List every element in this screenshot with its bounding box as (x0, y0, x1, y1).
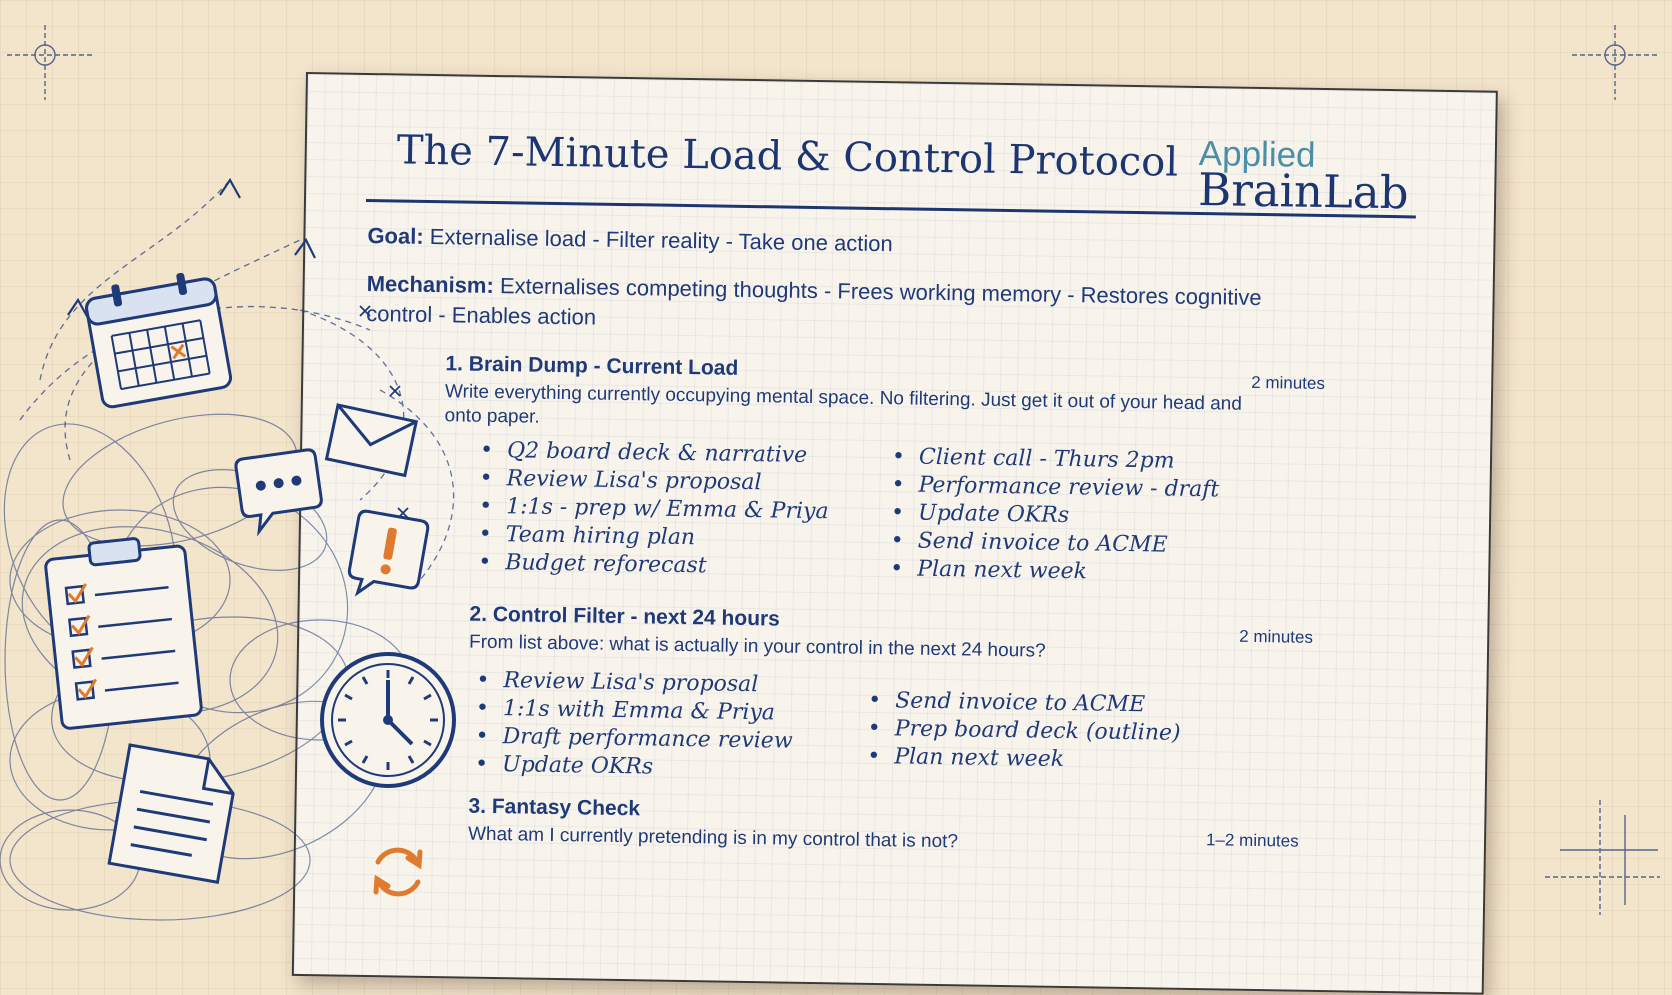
brand-logo: Applied BrainLab (1197, 134, 1409, 220)
refresh-icon (373, 847, 423, 897)
list-item: Plan next week (867, 743, 1180, 776)
step-1-list-right: Client call - Thurs 2pm Performance revi… (890, 443, 1220, 588)
goal-text: Externalise load - Filter reality - Take… (429, 223, 893, 257)
calendar-icon (85, 272, 233, 409)
arrow-up-icon (67, 177, 316, 319)
x-marks (359, 305, 409, 519)
list-item: Budget reforecast (478, 549, 828, 582)
mechanism-text: Externalises competing thoughts - Frees … (499, 273, 1262, 311)
overwhelm-illustration (0, 177, 456, 921)
document-icon (107, 743, 235, 885)
crosshair-icon-top-right (1572, 25, 1658, 100)
crosshair-icon-top-left (7, 25, 93, 100)
step-1-description: Write everything currently occupying men… (444, 381, 1243, 428)
brand-logo-line2: BrainLab (1197, 163, 1409, 220)
step-2-list-right: Send invoice to ACME Prep board deck (ou… (867, 687, 1181, 776)
step-3-description: What am I currently pretending is in my … (467, 823, 959, 853)
list-item: Plan next week (890, 555, 1218, 588)
crosshair-icon-bottom-right (1545, 800, 1660, 915)
dashed-paths (19, 179, 455, 581)
step-2-description: From list above: what is actually in you… (468, 631, 1046, 662)
step-1-list-left: Q2 board deck & narrative Review Lisa's … (478, 437, 830, 582)
step-2-list-left: Review Lisa's proposal 1:1s with Emma & … (475, 667, 794, 784)
step-1-duration: 2 minutes (1251, 372, 1326, 394)
step-1-title: 1. Brain Dump - Current Load (445, 352, 739, 380)
envelope-icon (324, 403, 419, 478)
clock-icon (320, 652, 456, 788)
alert-icon (347, 509, 430, 597)
page-title: The 7-Minute Load & Control Protocol (396, 127, 1179, 186)
clipboard-checklist-icon (44, 537, 203, 730)
step-2-title: 2. Control Filter - next 24 hours (469, 602, 781, 631)
list-item: Update OKRs (475, 751, 792, 784)
step-3-title: 3. Fantasy Check (468, 794, 641, 821)
chat-bubble-icon (234, 448, 323, 537)
